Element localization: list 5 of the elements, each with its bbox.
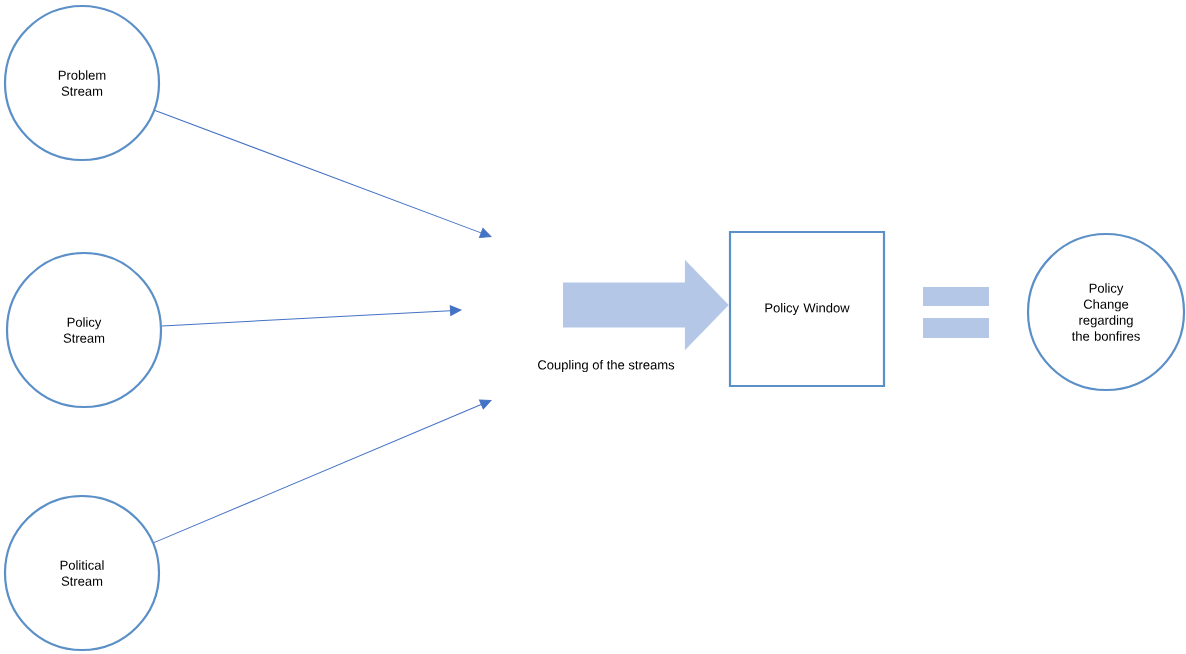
window-box: Policy Window <box>728 230 886 388</box>
arrow <box>153 399 492 544</box>
arrow <box>161 305 462 327</box>
caption-text: Coupling of the streams <box>538 359 675 373</box>
arrow <box>154 109 492 238</box>
